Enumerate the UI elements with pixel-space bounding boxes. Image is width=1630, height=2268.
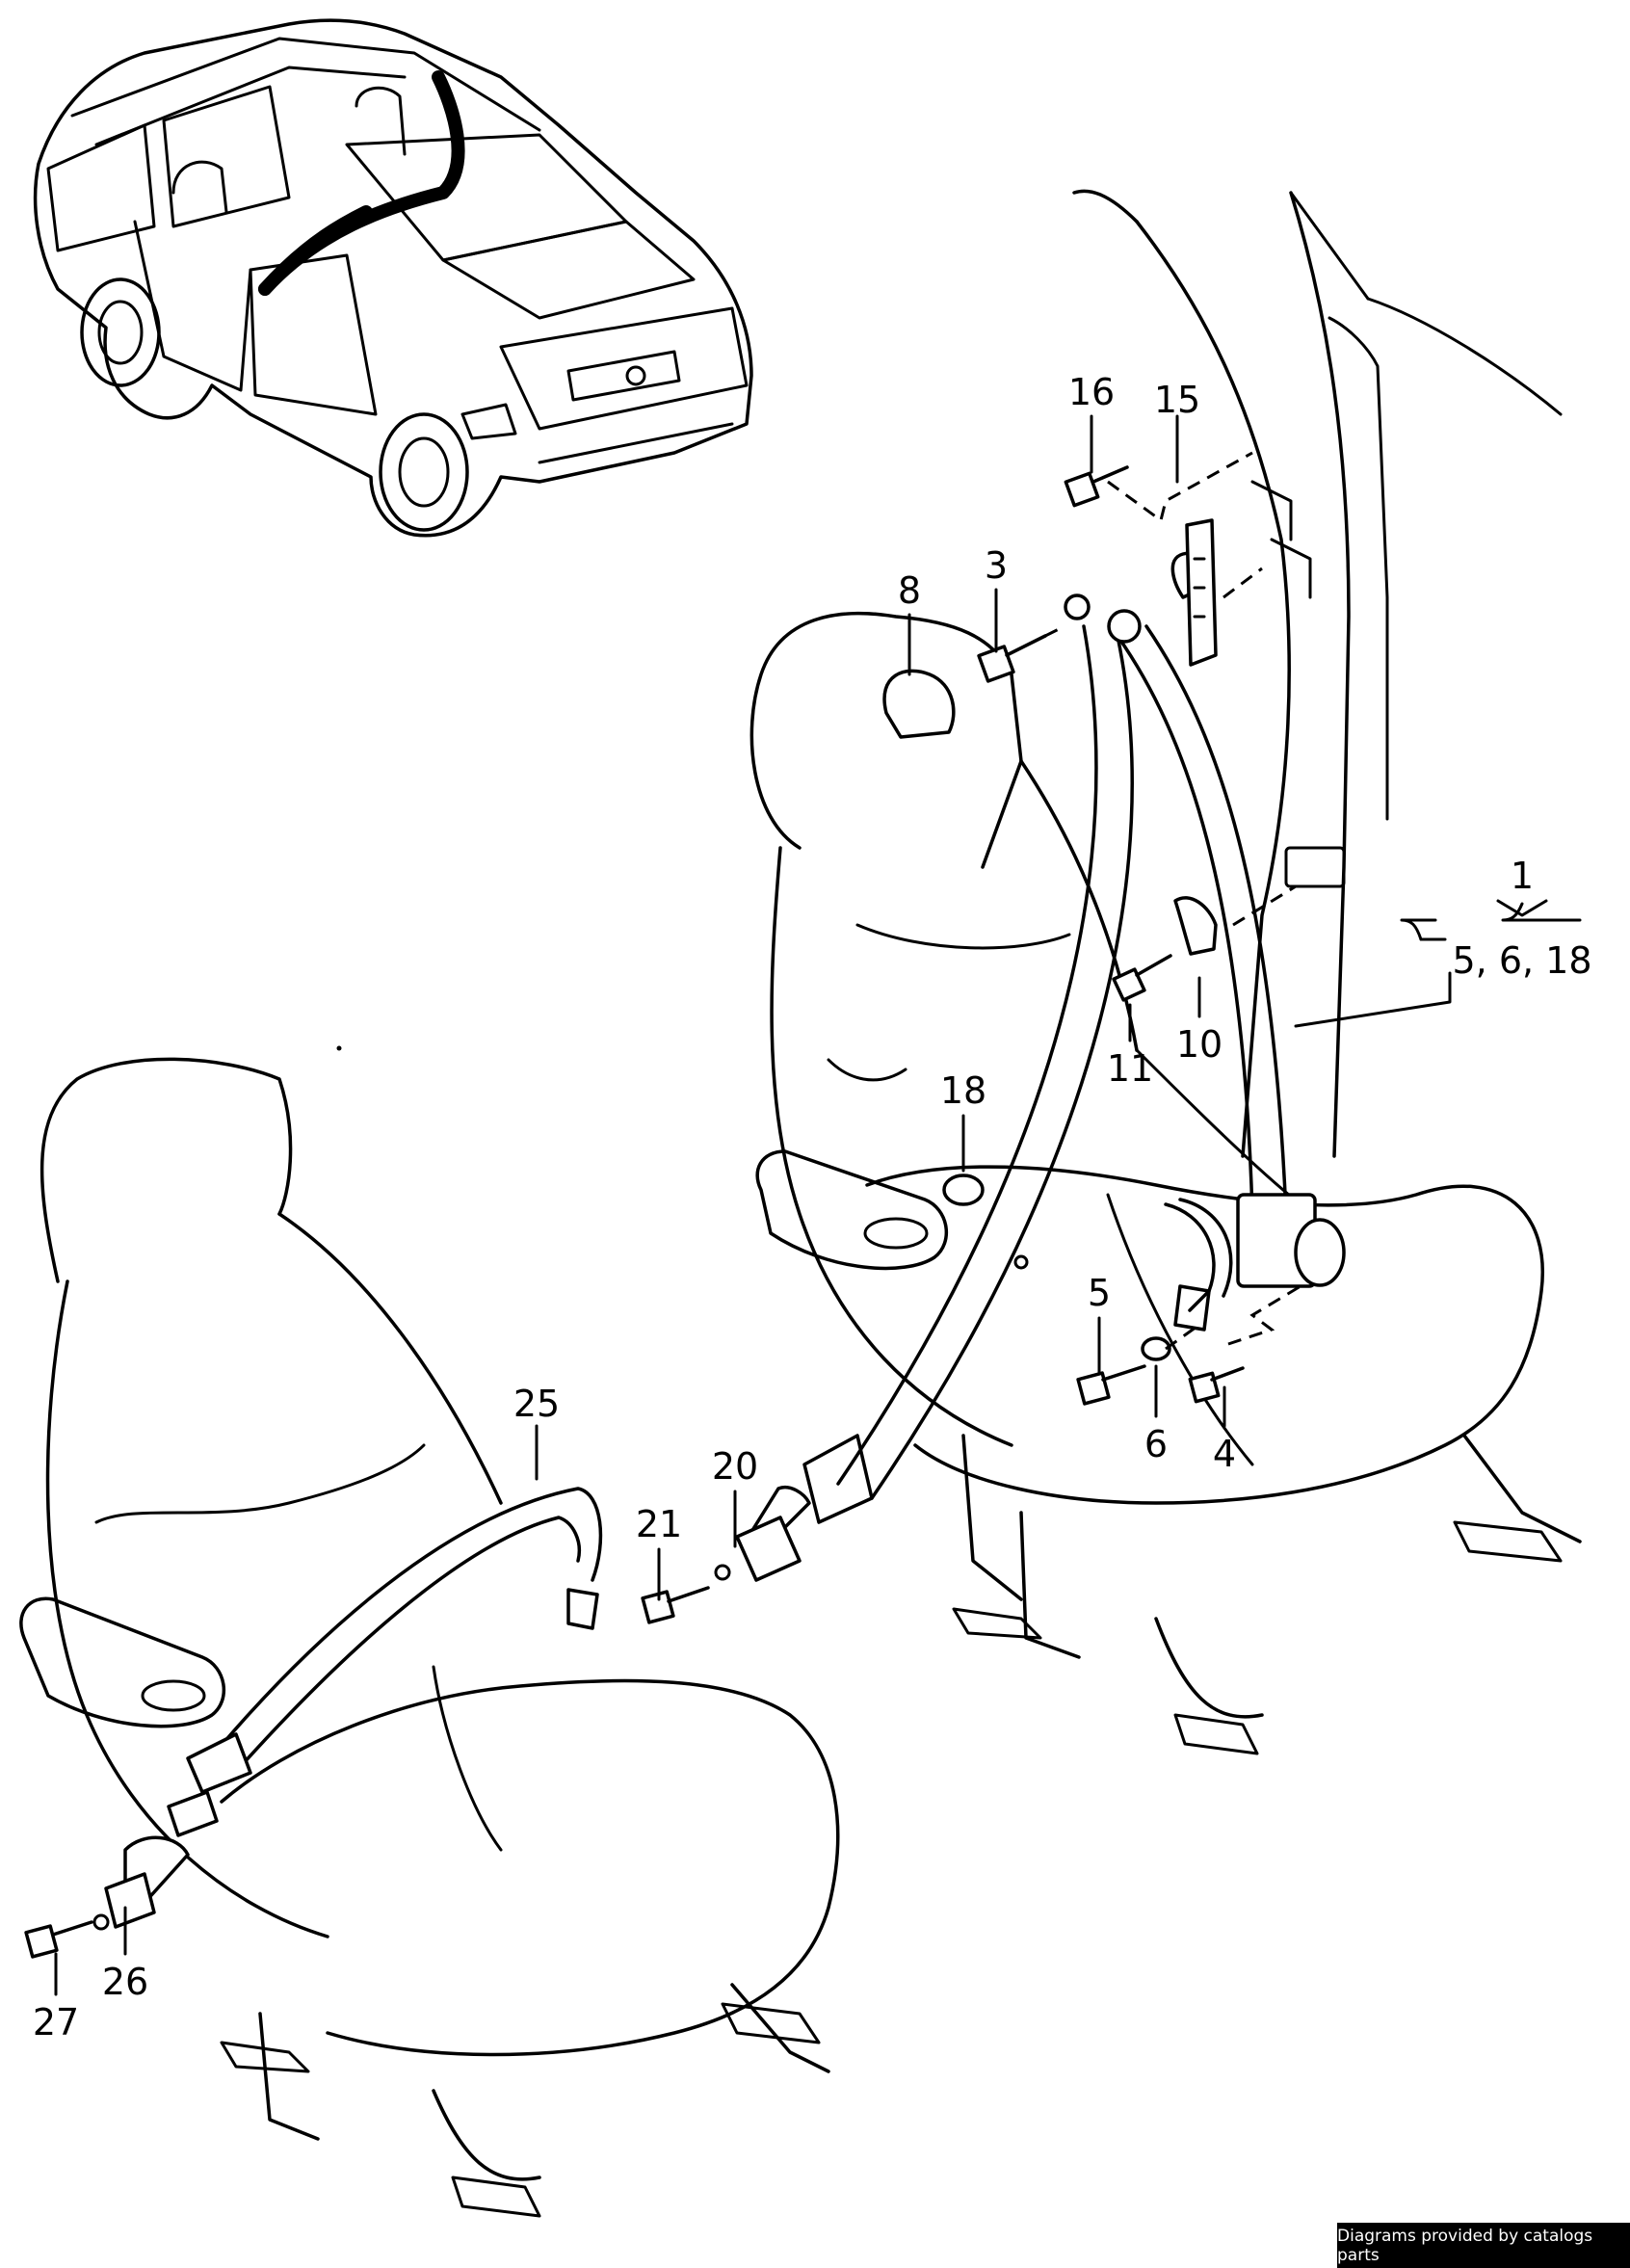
bolt-5 <box>1076 1364 1146 1406</box>
rear-seat-belt <box>24 1487 603 1959</box>
callout-10: 10 <box>1176 1023 1222 1066</box>
bolt-16 <box>1064 465 1129 508</box>
bolt-3 <box>977 634 1047 683</box>
bolt-11 <box>1112 954 1172 1002</box>
credit-badge: Diagrams provided by catalogs parts <box>1337 2223 1630 2268</box>
callout-25: 25 <box>513 1383 560 1425</box>
leader-lines <box>54 414 1582 1996</box>
van-overview-illustration <box>33 18 753 538</box>
callout-16: 16 <box>1068 371 1115 413</box>
callout-5-6-18: 5, 6, 18 <box>1452 939 1591 982</box>
callout-6: 6 <box>1144 1423 1168 1465</box>
spacer-6 <box>1141 1336 1171 1361</box>
callout-3: 3 <box>985 544 1008 587</box>
callout-5: 5 <box>1088 1272 1111 1314</box>
front-seat-belt <box>836 451 1346 1500</box>
bolt-27 <box>24 1920 93 1959</box>
bolt-21 <box>641 1586 710 1624</box>
callout-1: 1 <box>1511 855 1534 897</box>
callout-labels: 16 15 8 3 1 5, 6, 18 11 10 18 5 6 4 25 2… <box>33 371 1592 2044</box>
callout-20: 20 <box>712 1445 758 1488</box>
callout-8: 8 <box>898 569 921 612</box>
buckle-front <box>641 1434 874 1624</box>
stray-dot <box>336 1045 342 1051</box>
callout-4: 4 <box>1213 1433 1236 1475</box>
callout-26: 26 <box>102 1961 148 2003</box>
callout-11: 11 <box>1107 1047 1153 1090</box>
bolt-4 <box>1188 1366 1245 1404</box>
callout-18: 18 <box>940 1069 986 1112</box>
rear-seat-illustration <box>19 1057 840 2218</box>
callout-15: 15 <box>1154 379 1200 421</box>
front-seat-illustration <box>749 189 1582 1755</box>
callout-27: 27 <box>33 2001 79 2044</box>
callout-21: 21 <box>636 1503 682 1545</box>
